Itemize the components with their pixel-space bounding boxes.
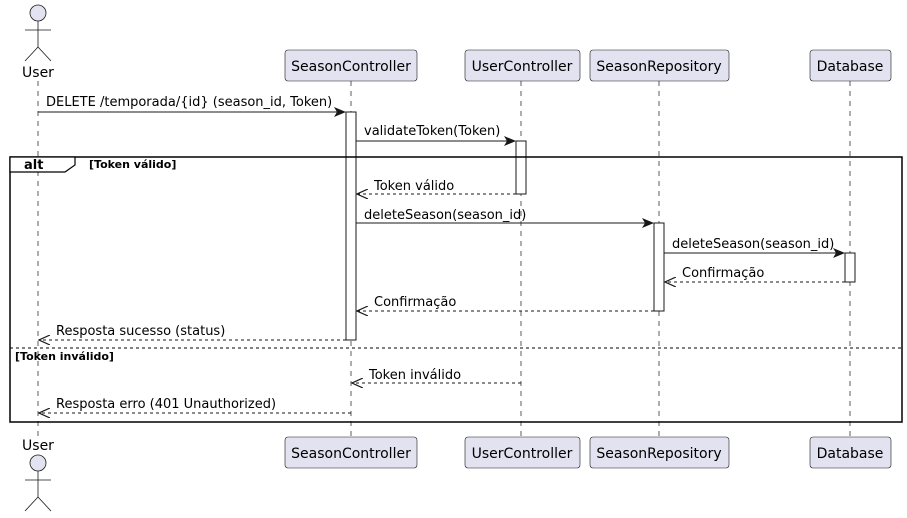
- participants-top: User SeasonController UserController Sea…: [22, 4, 892, 82]
- participant-season-repository-top: SeasonRepository: [589, 49, 730, 82]
- message-label-1: DELETE /temporada/{id} (season_id, Token…: [46, 95, 332, 110]
- message-label-9: Token inválido: [368, 368, 461, 383]
- participant-label-user: User: [22, 65, 54, 81]
- actor-icon: [24, 4, 52, 62]
- participant-label-user-controller: UserController: [472, 59, 573, 75]
- participant-label-season-controller-bottom: SeasonController: [291, 446, 411, 462]
- message-label-8: Resposta sucesso (status): [56, 324, 225, 339]
- message-label-3: Token válido: [373, 179, 454, 194]
- participant-season-controller-top: SeasonController: [284, 49, 418, 82]
- message-label-4: deleteSeason(season_id): [364, 208, 526, 223]
- actor-user-top: User: [22, 4, 54, 81]
- activations: [345, 111, 856, 341]
- message-label-6: Confirmação: [682, 266, 764, 281]
- activation-database: [844, 252, 856, 283]
- messages: [38, 107, 845, 413]
- participant-label-season-repository: SeasonRepository: [596, 59, 721, 75]
- participant-label-season-controller: SeasonController: [291, 59, 411, 75]
- message-labels: DELETE /temporada/{id} (season_id, Token…: [46, 95, 834, 412]
- actor-user-bottom: User: [22, 438, 54, 512]
- participant-label-database: Database: [817, 59, 884, 75]
- participant-season-repository-bottom: SeasonRepository: [589, 436, 730, 469]
- participant-season-controller-bottom: SeasonController: [284, 436, 418, 469]
- participant-label-database-bottom: Database: [817, 446, 884, 462]
- message-label-2: validateToken(Token): [364, 124, 500, 139]
- participant-database-bottom: Database: [809, 436, 892, 469]
- alt-guard-invalid: [Token inválido]: [15, 350, 114, 363]
- activation-user-controller: [515, 140, 527, 195]
- alt-frame: [9, 156, 903, 423]
- message-label-10: Resposta erro (401 Unauthorized): [56, 397, 276, 412]
- actor-icon: [24, 454, 52, 512]
- participant-user-controller-top: UserController: [464, 49, 581, 82]
- alt-fragment: alt [Token válido] [Token inválido]: [9, 156, 903, 423]
- participant-user-controller-bottom: UserController: [464, 436, 581, 469]
- alt-operator-tab: [9, 156, 76, 173]
- participant-label-user-bottom: User: [22, 438, 54, 454]
- activation-season-repository: [653, 222, 665, 312]
- alt-operator-label: alt: [24, 158, 43, 173]
- participant-label-user-controller-bottom: UserController: [472, 446, 573, 462]
- alt-guard-valid: [Token válido]: [89, 158, 176, 171]
- participant-label-season-repository-bottom: SeasonRepository: [596, 446, 721, 462]
- activation-season-controller: [345, 111, 357, 341]
- participant-database-top: Database: [809, 49, 892, 82]
- message-label-7: Confirmação: [374, 295, 456, 310]
- message-label-5: deleteSeason(season_id): [672, 237, 834, 252]
- participants-bottom: User SeasonController UserController Sea…: [22, 436, 892, 512]
